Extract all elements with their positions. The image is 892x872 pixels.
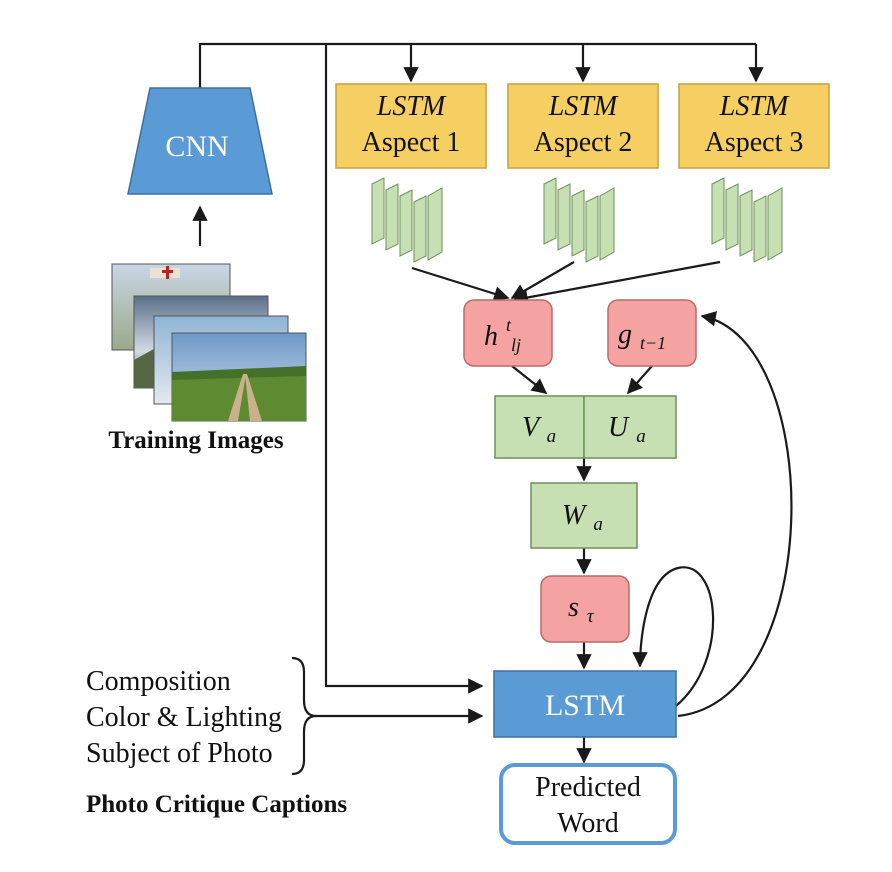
lstm-aspect-2-title: LSTM — [548, 91, 619, 122]
cnn-block: CNN — [127, 87, 273, 195]
training-image-4 — [171, 332, 307, 422]
cnn-top-bus — [198, 42, 756, 88]
caption-item-3: Subject of Photo — [86, 738, 273, 769]
training-images-caption: Training Images — [108, 427, 284, 454]
lstm-aspect-1: LSTM Aspect 1 — [335, 83, 487, 169]
h-node-sub: lj — [511, 335, 521, 355]
lstm-to-g-feedback — [677, 311, 793, 718]
lstm-aspect-3: LSTM Aspect 3 — [678, 83, 830, 169]
wa-base: W — [562, 500, 588, 531]
arrow-h-to-va — [511, 365, 548, 394]
cnn-label: CNN — [165, 130, 228, 163]
predicted-word-box: Predicted Word — [499, 763, 677, 845]
decoder-lstm-label: LSTM — [545, 689, 625, 722]
va-ua-block: V a U a — [494, 395, 677, 459]
h-node-sup: t — [506, 315, 512, 335]
captions-brace — [291, 656, 317, 776]
wa-block: W a — [530, 482, 638, 549]
svg-text:h t lj: h t lj — [484, 307, 521, 355]
arrow-features2-to-h — [510, 261, 575, 299]
lstm-aspect-2: LSTM Aspect 2 — [507, 83, 659, 169]
lstm-aspect-2-label: Aspect 2 — [534, 127, 633, 158]
caption-item-1: Composition — [86, 666, 231, 697]
arrow-g-to-ua — [626, 365, 653, 395]
svg-text:V a: V a — [522, 412, 556, 447]
lstm-aspect-1-label: Aspect 1 — [362, 127, 461, 158]
lstm-aspect-3-label: Aspect 3 — [705, 127, 804, 158]
s-base: s — [568, 592, 579, 623]
arrow-features1-to-h — [411, 266, 510, 302]
svg-text:W a: W a — [562, 500, 603, 535]
lstm-aspect-1-title: LSTM — [376, 91, 447, 122]
g-node-sub: t−1 — [640, 333, 666, 353]
h-node-base: h — [484, 321, 498, 352]
svg-text:s τ: s τ — [568, 592, 595, 627]
critique-captions: Composition Color & Lighting Subject of … — [86, 666, 347, 818]
g-node: g t−1 — [607, 299, 697, 367]
feature-maps-1 — [371, 177, 443, 263]
captions-title: Photo Critique Captions — [86, 791, 347, 818]
g-node-base: g — [618, 319, 632, 350]
s-sub: τ — [587, 606, 595, 627]
feature-maps-3 — [711, 177, 783, 263]
caption-item-2: Color & Lighting — [86, 702, 282, 733]
wa-sub: a — [593, 514, 603, 535]
h-node: h t lj — [463, 299, 553, 367]
svg-text:U a: U a — [608, 412, 646, 447]
va-base: V — [522, 412, 542, 443]
predicted-word-line2: Word — [557, 808, 619, 839]
ua-base: U — [608, 412, 630, 443]
lstm-aspect-3-title: LSTM — [719, 91, 790, 122]
ua-sub: a — [636, 426, 646, 447]
lstm-self-loop — [632, 566, 715, 707]
predicted-word-line1: Predicted — [535, 772, 641, 803]
svg-text:g t−1: g t−1 — [618, 319, 666, 353]
arrow-features3-to-h — [512, 260, 721, 306]
ua-block — [583, 395, 677, 459]
s-node: s τ — [540, 575, 630, 643]
cnn-to-lstm-line — [324, 44, 484, 694]
cnn-trapezoid — [127, 87, 273, 195]
decoder-lstm: LSTM — [493, 670, 677, 738]
va-sub: a — [547, 426, 557, 447]
feature-maps-2 — [543, 177, 615, 263]
training-images-stack: Training Images — [108, 263, 307, 454]
connections — [192, 42, 793, 776]
